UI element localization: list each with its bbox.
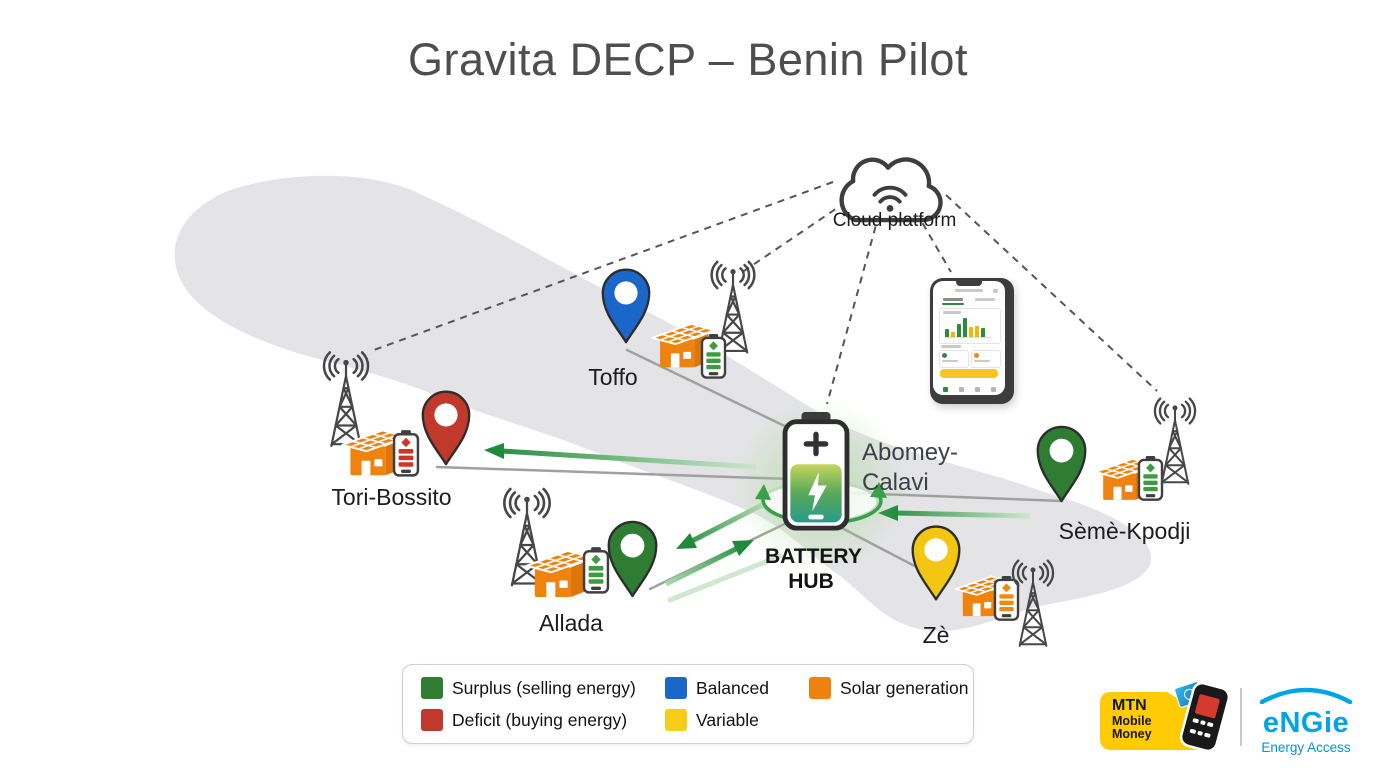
legend-item-balanced: Balanced (665, 677, 769, 699)
mtn-logo-line3: Money (1112, 726, 1152, 741)
abomey-calavi-label: Abomey-Calavi (862, 439, 959, 496)
battery-hub-icon (782, 412, 850, 531)
legend-swatch-variable (665, 709, 687, 731)
legend-label-deficit: Deficit (buying energy) (452, 709, 628, 730)
card-text (942, 360, 958, 362)
app-section-title (941, 345, 961, 348)
app-tab-inactive (975, 298, 995, 301)
logo-divider (1240, 688, 1242, 746)
app-tab-underline (942, 303, 964, 305)
cloud-label: Cloud platform (832, 210, 957, 231)
app-tab-active (943, 298, 963, 301)
nav-home-icon (943, 387, 948, 392)
engie-wordmark: eNGie (1262, 707, 1350, 739)
site-label-allada: Allada (539, 610, 603, 636)
legend-item-variable: Variable (665, 709, 759, 731)
engie-logo: eNGie Energy Access (1252, 686, 1360, 755)
engie-tagline: Energy Access (1261, 740, 1351, 755)
legend-label-variable: Variable (696, 709, 759, 730)
mobile-app-mockup (930, 278, 1014, 404)
radio-tower-icon (1002, 558, 1064, 650)
mtn-logo-line1: MTN (1112, 697, 1147, 714)
map-pin-toffo (598, 266, 654, 344)
phone-notch (956, 281, 982, 286)
app-chart-title (943, 311, 961, 314)
map-pin-seme-kpodji (1033, 422, 1090, 504)
engie-arc (1259, 687, 1353, 705)
legend-swatch-surplus (421, 677, 443, 699)
legend-item-solar: Solar generation (809, 677, 968, 699)
legend-swatch-deficit (421, 709, 443, 731)
site-label-tori-bossito: Tori-Bossito (331, 484, 452, 510)
site-label-ze: Zè (922, 622, 950, 648)
orange-status-dot (974, 353, 979, 358)
radio-tower-icon (1144, 392, 1206, 492)
legend-item-deficit: Deficit (buying energy) (421, 709, 627, 731)
legend-swatch-solar (809, 677, 831, 699)
mtn-mobile-money-logo: MTN Mobile Money (1100, 680, 1234, 752)
app-chart-card (939, 308, 1001, 344)
app-action-button (940, 369, 998, 378)
mtn-logo-line2: Mobile (1112, 713, 1152, 728)
legend-swatch-balanced (665, 677, 687, 699)
cloud-link-lines (373, 181, 1158, 405)
legend-label-solar: Solar generation (840, 677, 969, 698)
battery-gauge-icon (700, 334, 727, 380)
legend-item-surplus: Surplus (selling energy) (421, 677, 636, 699)
map-pin-allada (604, 518, 661, 598)
site-label-seme-kpodji: Sèmè-Kpodji (1058, 518, 1191, 544)
green-status-dot (942, 353, 947, 358)
card-text (974, 360, 990, 362)
nav-icon (975, 387, 980, 392)
map-pin-tori-bossito (418, 388, 474, 466)
app-title-bar (955, 289, 983, 292)
app-screen (933, 281, 1005, 395)
nav-icon (991, 387, 996, 392)
site-label-toffo: Toffo (588, 364, 638, 390)
battery-hub-label: BATTERY HUB (765, 545, 862, 594)
nav-icon (959, 387, 964, 392)
legend-box: Surplus (selling energy) Deficit (buying… (402, 664, 974, 744)
page-title: Gravita DECP – Benin Pilot (408, 34, 968, 85)
legend-label-surplus: Surplus (selling energy) (452, 677, 636, 698)
app-bar-chart (945, 315, 991, 338)
app-bell-icon (993, 289, 998, 293)
legend-label-balanced: Balanced (696, 677, 769, 698)
battery-gauge-icon (392, 430, 420, 478)
